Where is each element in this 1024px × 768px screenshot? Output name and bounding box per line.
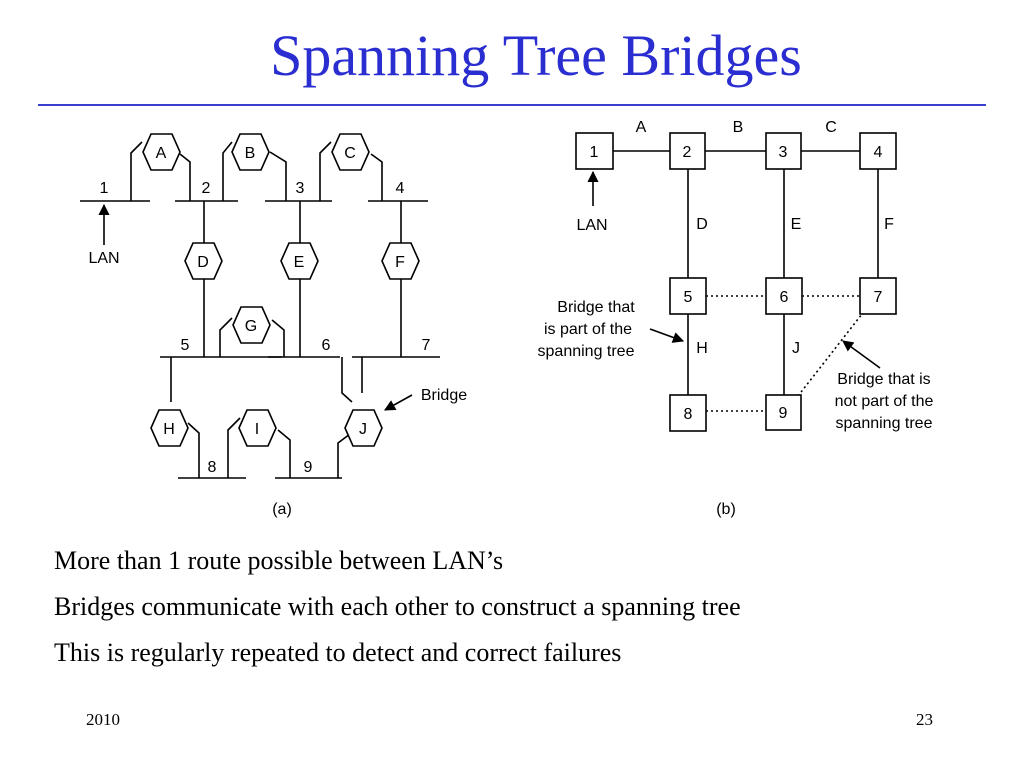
lan-label-b: LAN <box>576 217 607 234</box>
bridge-B-label: B <box>245 145 256 162</box>
lan-1-label: 1 <box>100 180 109 197</box>
bullet-item: This is regularly repeated to detect and… <box>54 638 622 667</box>
bridge-B <box>231 133 270 171</box>
link-D-label: D <box>696 216 708 233</box>
lan-box-5 <box>669 277 707 315</box>
bridge-C-label: C <box>344 145 356 162</box>
bridge-F-label: F <box>395 254 405 271</box>
box-3-label: 3 <box>779 144 788 161</box>
in-tree-note-line-3: spanning tree <box>538 343 635 360</box>
bridge-F <box>381 242 420 280</box>
figure-a-caption: (a) <box>272 501 292 518</box>
box-1-label: 1 <box>590 144 599 161</box>
box-9-label: 9 <box>779 405 788 422</box>
footer-year: 2010 <box>86 710 120 729</box>
lan-box-6 <box>765 277 803 315</box>
bridge-D <box>184 242 223 280</box>
lan-box-9 <box>765 394 802 431</box>
lan-box-7 <box>859 277 897 315</box>
bullet-item: More than 1 route possible between LAN’s <box>54 546 504 575</box>
lan-box-2 <box>669 132 706 170</box>
lan-2-label: 2 <box>202 180 211 197</box>
box-6-label: 6 <box>780 289 789 306</box>
bridge-I-label: I <box>255 421 259 438</box>
link-H-label: H <box>696 340 708 357</box>
in-tree-note-line-1: Bridge that <box>557 299 635 316</box>
box-4-label: 4 <box>874 144 883 161</box>
link-F-label: F <box>884 216 894 233</box>
lan-box-1 <box>575 132 614 170</box>
bridge-H <box>150 409 189 447</box>
lan-5-label: 5 <box>181 337 190 354</box>
bridge-G <box>232 306 271 344</box>
slide-title: Spanning Tree Bridges <box>270 23 802 88</box>
figure-b <box>575 132 897 432</box>
bridge-H-label: H <box>163 421 175 438</box>
not-in-tree-note-line-3: spanning tree <box>836 415 933 432</box>
link-J-label: J <box>792 340 800 357</box>
lan-6-label: 6 <box>322 337 331 354</box>
bullet-list: More than 1 route possible between LAN’s… <box>54 538 741 676</box>
bridge-A <box>142 133 181 171</box>
link-E-label: E <box>791 216 802 233</box>
bridge-J-label: J <box>359 421 367 438</box>
box-7-label: 7 <box>874 289 883 306</box>
figure-a <box>80 133 440 479</box>
lan-4-label: 4 <box>396 180 405 197</box>
bridge-J <box>344 409 383 447</box>
title-divider <box>38 104 986 106</box>
bridge-A-label: A <box>156 145 167 162</box>
slide-number: 23 <box>916 710 933 729</box>
figure-b-caption: (b) <box>716 501 736 518</box>
bridge-C <box>331 133 370 171</box>
lan-7-label: 7 <box>422 337 431 354</box>
lan-8-label: 8 <box>208 459 217 476</box>
box-2-label: 2 <box>683 144 692 161</box>
lan-9-label: 9 <box>304 459 313 476</box>
lan-box-3 <box>765 132 802 170</box>
lan-label-a: LAN <box>88 250 119 267</box>
link-C-label: C <box>825 119 837 136</box>
bridge-E <box>280 242 319 280</box>
link-A-label: A <box>636 119 647 136</box>
box-5-label: 5 <box>684 289 693 306</box>
bridge-E-label: E <box>294 254 305 271</box>
in-tree-note-line-2: is part of the <box>544 321 632 338</box>
box-8-label: 8 <box>684 406 693 423</box>
lan-box-4 <box>859 132 897 170</box>
not-in-tree-note-line-2: not part of the <box>835 393 934 410</box>
lan-box-8 <box>669 394 707 432</box>
bridge-annotation-a: Bridge <box>421 387 467 404</box>
bridge-G-label: G <box>245 318 257 335</box>
lan-3-label: 3 <box>296 180 305 197</box>
bridge-D-label: D <box>197 254 209 271</box>
bullet-item: Bridges communicate with each other to c… <box>54 592 741 621</box>
bridge-I <box>238 409 277 447</box>
link-B-label: B <box>733 119 744 136</box>
not-in-tree-note-line-1: Bridge that is <box>837 371 930 388</box>
